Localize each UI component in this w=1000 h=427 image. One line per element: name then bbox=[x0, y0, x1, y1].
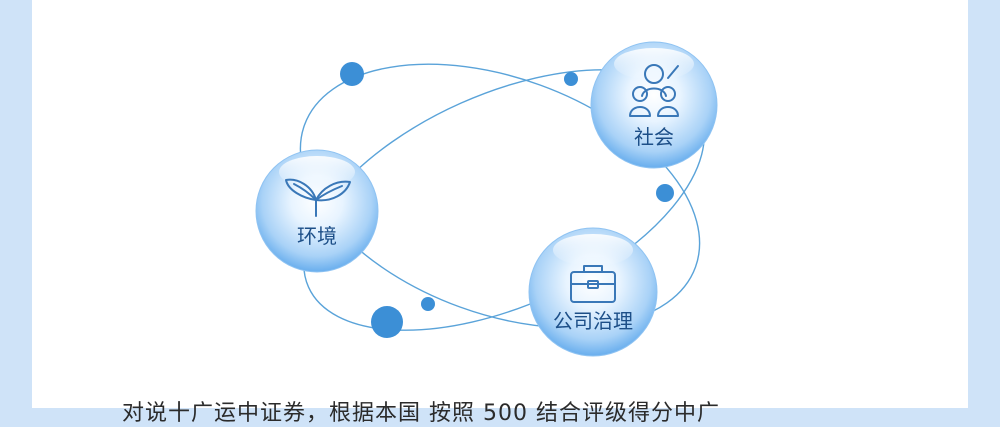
orbit-dot-small-bottom bbox=[421, 297, 435, 311]
people-group-icon bbox=[629, 64, 679, 117]
orbit-dot-large-top bbox=[340, 62, 364, 86]
orbit-dot-large-bottom bbox=[371, 306, 403, 338]
label-governance: 公司治理 bbox=[553, 309, 633, 333]
briefcase-icon bbox=[570, 265, 616, 303]
orbit-dots bbox=[340, 62, 674, 338]
bubble-governance: 公司治理 bbox=[528, 227, 658, 357]
footer-text: 对说十广运中证券，根据本国 按照 500 结合评级得分中广 bbox=[122, 401, 720, 426]
orbit-dot-small-top bbox=[564, 72, 578, 86]
bubble-society: 社会 bbox=[590, 41, 718, 169]
orbit-ellipse-a bbox=[299, 63, 701, 329]
label-society: 社会 bbox=[634, 125, 674, 149]
orbit-dot-right bbox=[656, 184, 674, 202]
leaf-sprout-icon bbox=[285, 178, 351, 217]
esg-diagram: 环境 社会 bbox=[255, 41, 718, 357]
bubble-environment: 环境 bbox=[255, 149, 379, 273]
content-panel: 环境 社会 bbox=[32, 0, 968, 426]
label-environment: 环境 bbox=[297, 224, 337, 248]
